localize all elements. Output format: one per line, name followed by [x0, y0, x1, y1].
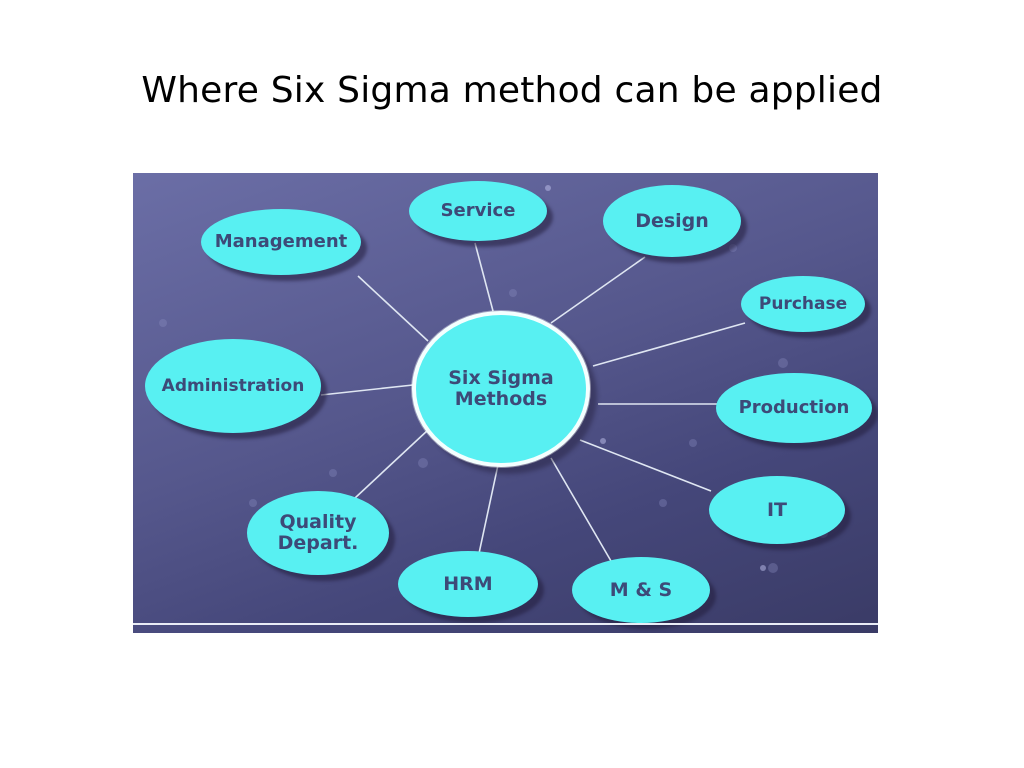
connector-service	[474, 242, 494, 312]
production-label: Production	[738, 397, 850, 419]
production-node: Production	[716, 373, 872, 443]
six-sigma-diagram: Six Sigma Methods Management Service Des…	[133, 173, 878, 633]
design-node: Design	[603, 185, 741, 257]
purchase-label: Purchase	[758, 293, 848, 314]
ms-label: M & S	[609, 578, 673, 601]
slide-title: Where Six Sigma method can be applied	[141, 70, 883, 111]
service-node: Service	[409, 181, 547, 241]
center-node-line2: Methods	[454, 388, 548, 410]
management-label: Management	[214, 231, 348, 253]
bottom-rule	[133, 623, 878, 625]
ms-node: M & S	[572, 557, 710, 623]
connector-administration	[320, 384, 414, 396]
connector-hrm	[477, 464, 499, 559]
administration-node: Administration	[145, 339, 321, 433]
quality-depart-label: Quality Depart.	[277, 511, 359, 554]
center-node-line1: Six Sigma	[448, 367, 554, 390]
connector-it	[579, 439, 712, 492]
quality-depart-node: Quality Depart.	[247, 491, 389, 575]
administration-label: Administration	[161, 375, 305, 396]
connector-design	[550, 256, 646, 324]
it-node: IT	[709, 476, 845, 544]
connector-management	[357, 275, 429, 342]
hrm-label: HRM	[443, 572, 493, 595]
service-label: Service	[440, 200, 516, 222]
connector-lines	[320, 242, 746, 562]
design-label: Design	[635, 209, 709, 232]
connector-quality	[354, 429, 429, 499]
connector-ms	[550, 457, 612, 562]
purchase-node: Purchase	[741, 276, 865, 332]
connector-purchase	[592, 322, 746, 367]
hrm-node: HRM	[398, 551, 538, 617]
six-sigma-methods-node: Six Sigma Methods	[412, 311, 590, 467]
it-label: IT	[766, 498, 788, 521]
management-node: Management	[201, 209, 361, 275]
